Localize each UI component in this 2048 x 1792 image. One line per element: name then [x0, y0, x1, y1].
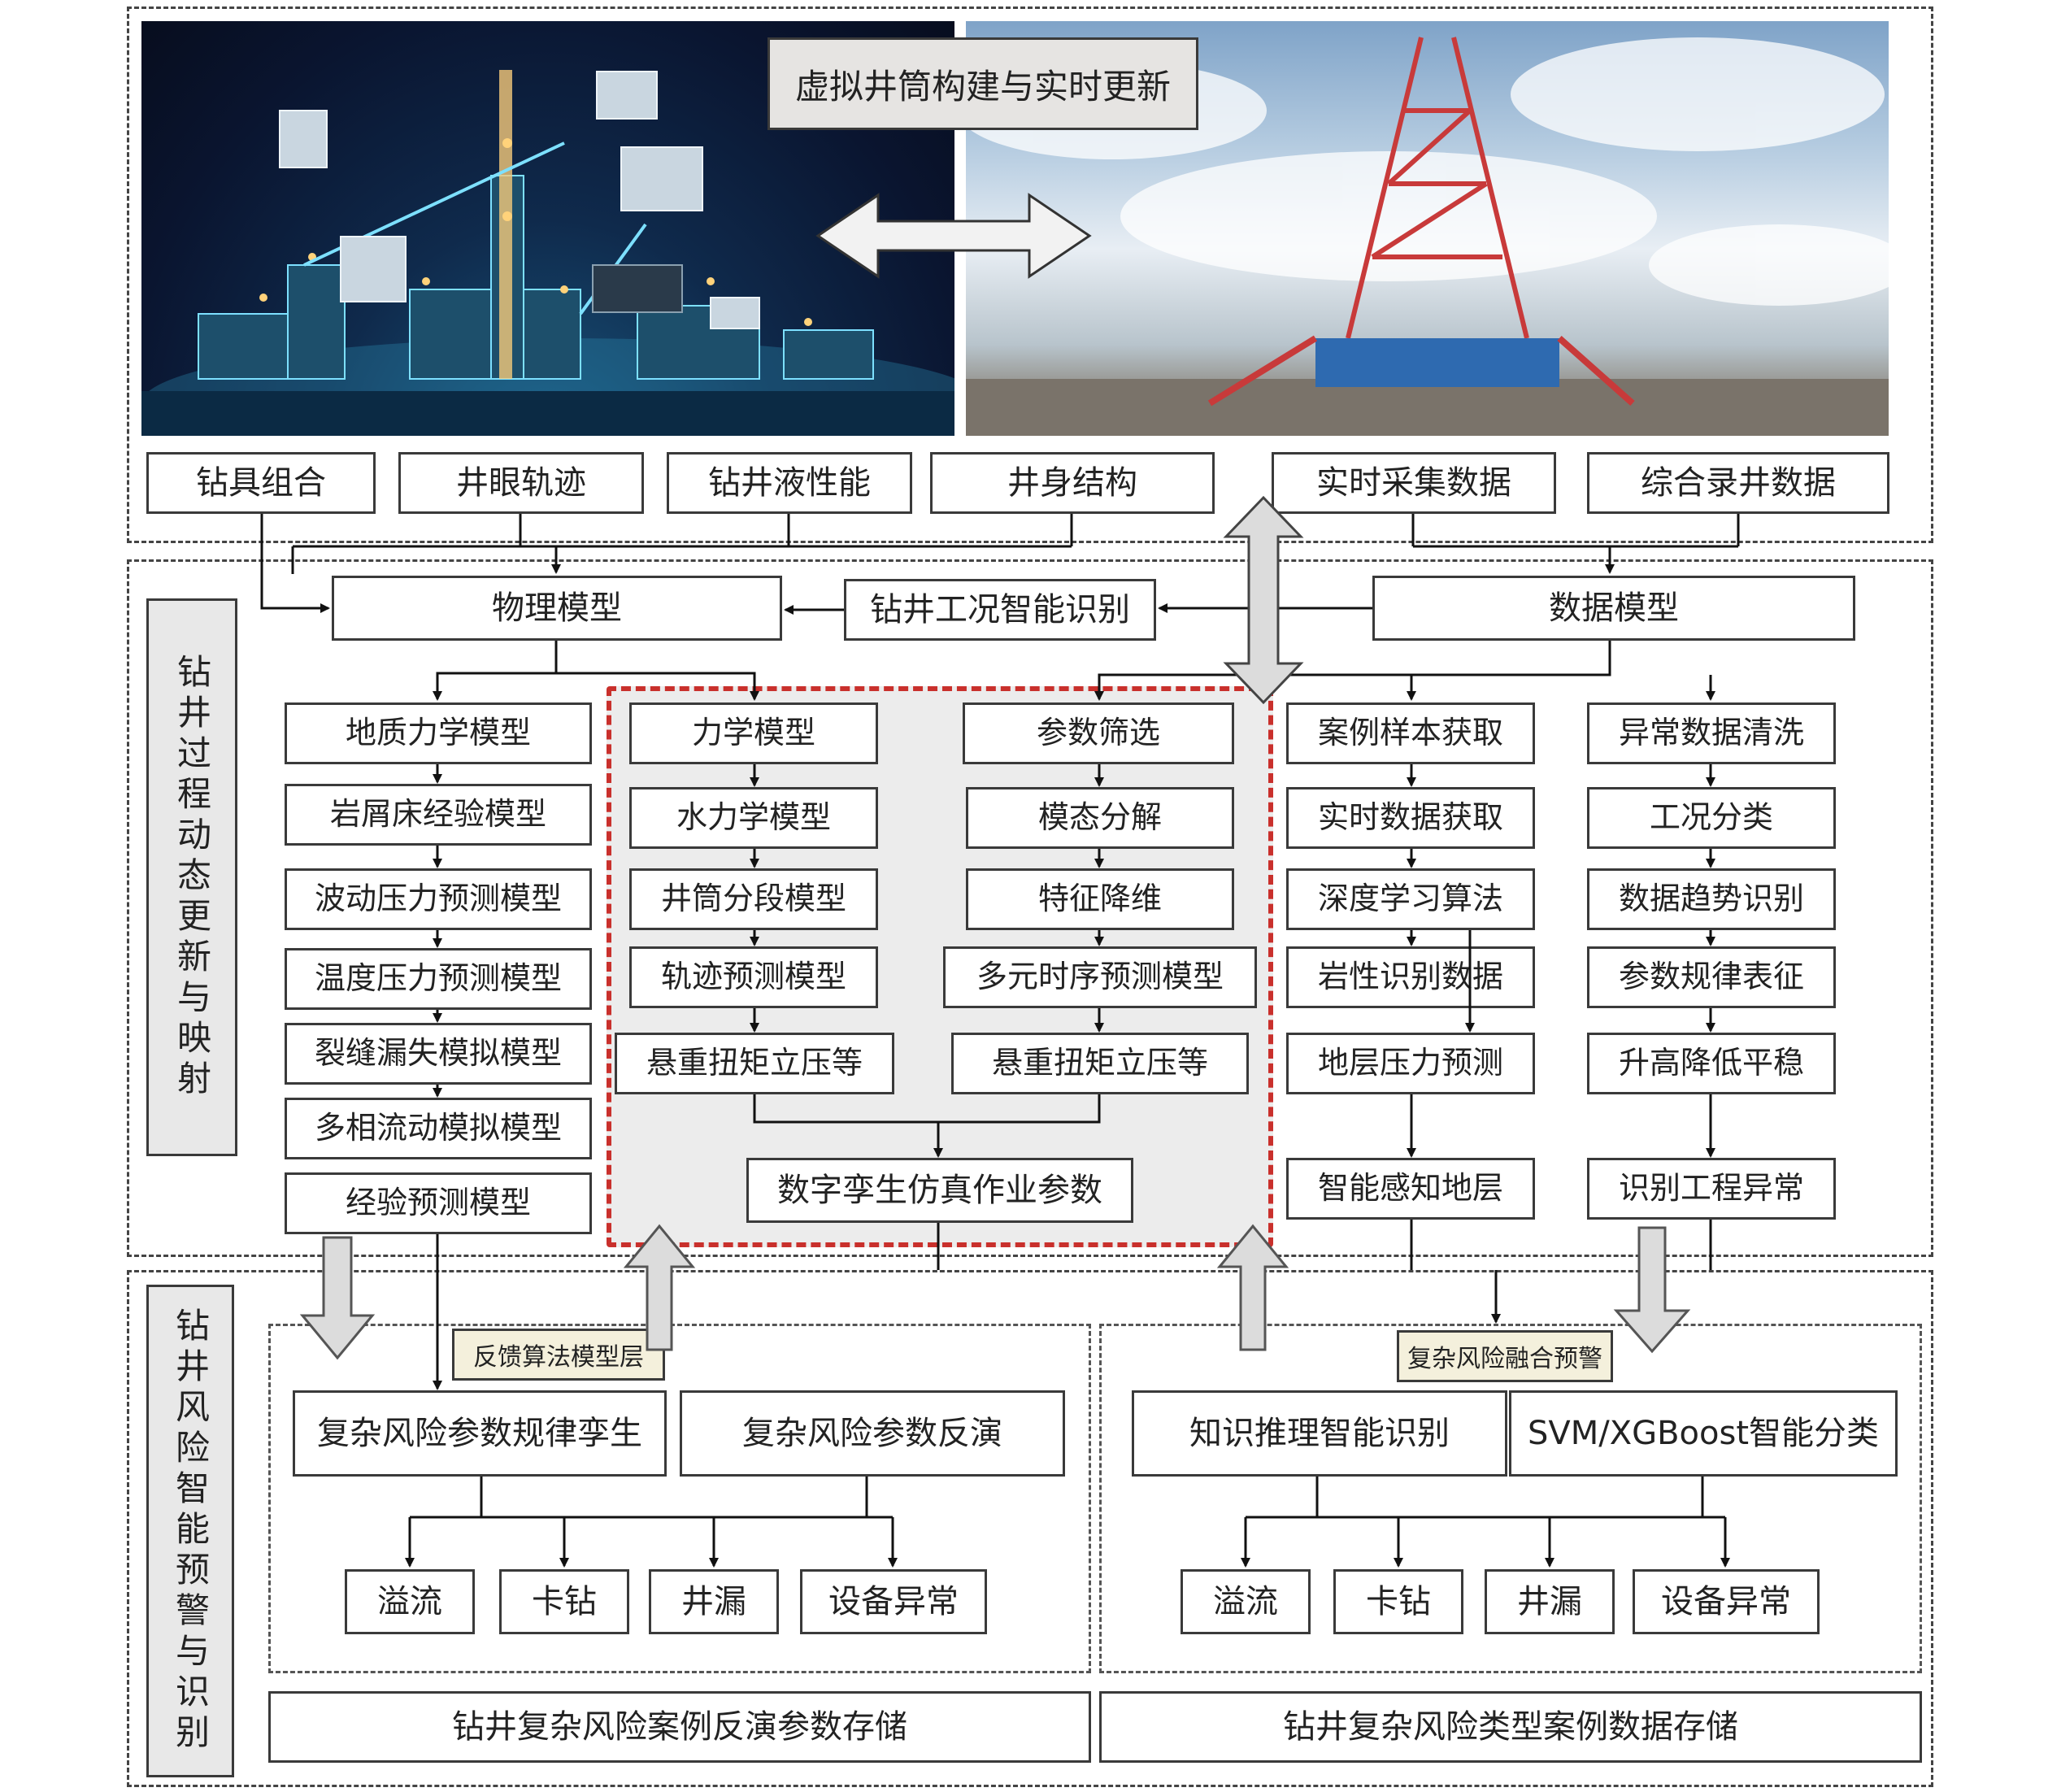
knowledge-reasoning-recognition: 知识推理智能识别	[1132, 1390, 1507, 1477]
risk-stuck-pipe-right: 卡钻	[1333, 1569, 1463, 1634]
condition-recognition-box: 钻井工况智能识别	[844, 579, 1156, 641]
block-arrow-icon	[1223, 495, 1304, 705]
svm-xgboost-classification: SVM/XGBoost智能分类	[1509, 1390, 1898, 1477]
fracture-loss-model: 裂缝漏失模拟模型	[285, 1023, 592, 1085]
dynamic-update-section	[127, 559, 1933, 1257]
risk-fusion-warning-layer	[1099, 1324, 1922, 1673]
risk-warning-side-label: 钻井风险智能预警与识别	[146, 1285, 234, 1777]
input-drill-string: 钻具组合	[146, 452, 376, 514]
risk-lost-circulation-right: 井漏	[1485, 1569, 1615, 1634]
risk-parameter-twin: 复杂风险参数规律孪生	[293, 1390, 667, 1477]
feedback-algorithm-layer	[268, 1324, 1091, 1673]
input-realtime-data: 实时采集数据	[1272, 452, 1556, 514]
inversion-parameter-storage: 钻井复杂风险案例反演参数存储	[268, 1691, 1091, 1763]
risk-stuck-pipe-left: 卡钻	[499, 1569, 629, 1634]
risk-fusion-tag: 复杂风险融合预警	[1397, 1330, 1613, 1382]
anomaly-data-cleaning: 异常数据清洗	[1587, 702, 1836, 764]
input-casing-structure: 井身结构	[930, 452, 1215, 514]
risk-equipment-right: 设备异常	[1633, 1569, 1820, 1634]
data-trend-recognition: 数据趋势识别	[1587, 868, 1836, 930]
risk-parameter-inversion: 复杂风险参数反演	[680, 1390, 1065, 1477]
lithology-data: 岩性识别数据	[1286, 946, 1535, 1008]
geomechanics-model: 地质力学模型	[285, 702, 592, 764]
empirical-model: 经验预测模型	[285, 1172, 592, 1234]
physical-model-box: 物理模型	[332, 576, 782, 641]
double-arrow-icon	[815, 193, 1092, 279]
digital-twin-params: 数字孪生仿真作业参数	[746, 1158, 1133, 1223]
hook-load-params-right: 悬重扭矩立压等	[951, 1033, 1249, 1094]
hook-load-params-left: 悬重扭矩立压等	[615, 1033, 894, 1094]
multivariate-timeseries-model: 多元时序预测模型	[943, 946, 1257, 1008]
hydraulics-model: 水力学模型	[629, 787, 878, 849]
risk-case-data-storage: 钻井复杂风险类型案例数据存储	[1099, 1691, 1922, 1763]
rise-fall-stable: 升高降低平稳	[1587, 1033, 1836, 1094]
risk-overflow-right: 溢流	[1181, 1569, 1311, 1634]
risk-overflow-left: 溢流	[345, 1569, 475, 1634]
parameter-screening: 参数筛选	[963, 702, 1234, 764]
case-sample-acquisition: 案例样本获取	[1286, 702, 1535, 764]
risk-equipment-left: 设备异常	[800, 1569, 987, 1634]
mechanics-model: 力学模型	[629, 702, 878, 764]
dynamic-update-side-label: 钻井过程动态更新与映射	[146, 598, 237, 1156]
modal-decomposition: 模态分解	[966, 787, 1234, 849]
data-model-box: 数据模型	[1372, 576, 1855, 641]
realtime-data-acquisition: 实时数据获取	[1286, 787, 1535, 849]
virtual-wellbore-title: 虚拟井筒构建与实时更新	[767, 37, 1198, 130]
cuttings-bed-model: 岩屑床经验模型	[285, 784, 592, 846]
input-mudlogging-data: 综合录井数据	[1587, 452, 1889, 514]
risk-warning-section	[127, 1270, 1933, 1787]
wellbore-segment-model: 井筒分段模型	[629, 868, 878, 930]
formation-pressure-prediction: 地层压力预测	[1286, 1033, 1535, 1094]
feature-reduction: 特征降维	[966, 868, 1234, 930]
deep-learning-algorithm: 深度学习算法	[1286, 868, 1535, 930]
condition-classification: 工况分类	[1587, 787, 1836, 849]
feedback-algorithm-tag: 反馈算法模型层	[452, 1329, 665, 1381]
engineering-anomaly-recognition: 识别工程异常	[1587, 1158, 1836, 1220]
input-drilling-fluid: 钻井液性能	[667, 452, 912, 514]
block-arrow-icon	[299, 1224, 1691, 1360]
virtual-wellbore-section	[127, 7, 1933, 543]
risk-lost-circulation-left: 井漏	[649, 1569, 779, 1634]
parameter-pattern: 参数规律表征	[1587, 946, 1836, 1008]
surge-pressure-model: 波动压力预测模型	[285, 868, 592, 930]
input-well-trajectory: 井眼轨迹	[398, 452, 644, 514]
intelligent-formation-sensing: 智能感知地层	[1286, 1158, 1535, 1220]
trajectory-prediction-model: 轨迹预测模型	[629, 946, 878, 1008]
multiphase-flow-model: 多相流动模拟模型	[285, 1098, 592, 1159]
temp-pressure-model: 温度压力预测模型	[285, 948, 592, 1010]
